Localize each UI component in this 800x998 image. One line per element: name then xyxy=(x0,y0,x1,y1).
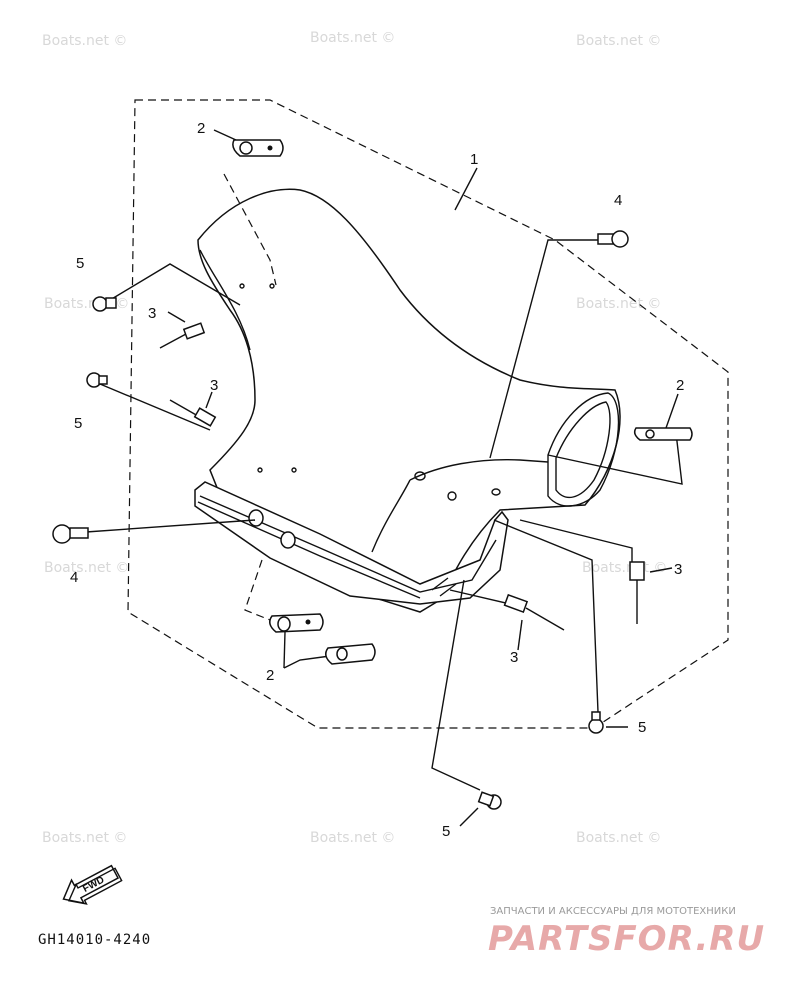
assembly-boundary xyxy=(127,99,729,729)
callout-4: 4 xyxy=(70,569,78,586)
watermark: Boats.net © xyxy=(42,33,127,49)
callout-5: 5 xyxy=(76,255,84,272)
clips xyxy=(232,139,693,665)
watermark: Boats.net © xyxy=(576,33,661,49)
callout-2: 2 xyxy=(197,120,205,137)
callout-3: 3 xyxy=(210,377,218,394)
watermark: Boats.net © xyxy=(44,560,129,576)
watermark: Boats.net © xyxy=(42,830,127,846)
leader-lines xyxy=(85,129,683,827)
lower-trim-rail xyxy=(194,481,509,605)
brand-name: PARTSFOR.RU xyxy=(488,919,765,959)
callout-3: 3 xyxy=(148,305,156,322)
watermark: Boats.net © xyxy=(310,830,395,846)
callout-labels: 1 2 4 5 3 3 5 2 4 3 3 2 5 5 xyxy=(70,120,684,840)
watermark: Boats.net © xyxy=(576,296,661,312)
callout-5: 5 xyxy=(638,719,646,736)
brand-logo: ЗАПЧАСТИ И АКСЕССУАРЫ ДЛЯ МОТОТЕХНИКИ PA… xyxy=(488,906,765,959)
screws xyxy=(52,230,629,810)
callout-4: 4 xyxy=(614,192,622,209)
cowling-body xyxy=(197,188,621,613)
rivets xyxy=(159,322,645,631)
callout-2: 2 xyxy=(676,377,684,394)
callout-2: 2 xyxy=(266,667,274,684)
callout-3: 3 xyxy=(674,561,682,578)
callout-5: 5 xyxy=(442,823,450,840)
watermark: Boats.net © xyxy=(582,560,667,576)
callout-3: 3 xyxy=(510,649,518,666)
watermark: Boats.net © xyxy=(576,830,661,846)
part-code: GH14010-4240 xyxy=(38,932,151,948)
brand-tagline: ЗАПЧАСТИ И АКСЕССУАРЫ ДЛЯ МОТОТЕХНИКИ xyxy=(490,906,736,917)
callout-1: 1 xyxy=(470,151,478,168)
watermark: Boats.net © xyxy=(310,30,395,46)
fwd-label: FWD xyxy=(81,875,106,895)
fwd-arrow: FWD xyxy=(62,864,123,905)
callout-5: 5 xyxy=(74,415,82,432)
